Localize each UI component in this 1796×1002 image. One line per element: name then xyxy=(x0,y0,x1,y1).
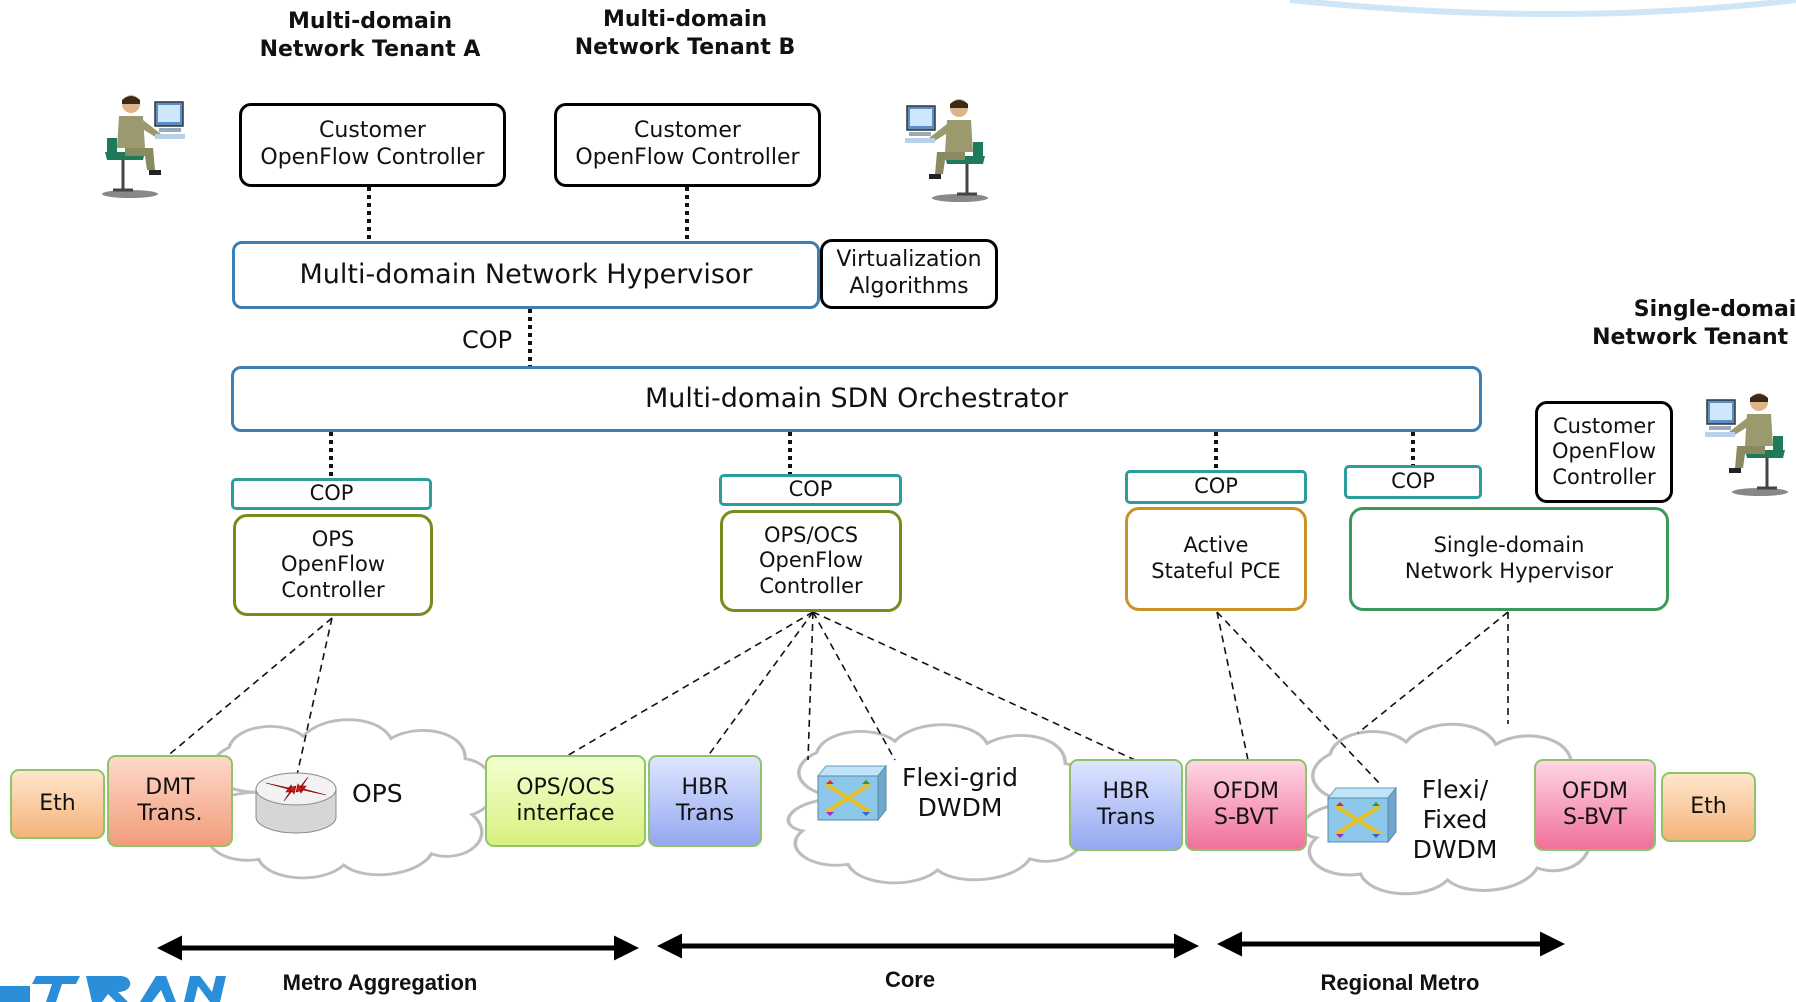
customer-controller-a-label: Customer OpenFlow Controller xyxy=(260,118,485,170)
data-plane-links xyxy=(164,611,1509,787)
person-at-computer-icon xyxy=(1705,393,1788,496)
tenant-b-title: Multi-domain Network Tenant B xyxy=(574,7,796,60)
tenant-c-title: Single-domain Network Tenant C xyxy=(1592,297,1796,350)
eth-label: Eth xyxy=(1690,794,1727,820)
cop-box-pce: COP xyxy=(1125,470,1307,504)
active-stateful-pce[interactable]: Active Stateful PCE xyxy=(1125,507,1307,611)
router-icon xyxy=(255,772,337,834)
dmt-transceiver[interactable]: DMT Trans. xyxy=(107,755,233,847)
eth-node-left[interactable]: Eth xyxy=(10,769,105,839)
flexigrid-cloud-label: Flexi-grid DWDM xyxy=(902,763,1018,822)
region-metro-aggregation: Metro Aggregation xyxy=(282,970,478,995)
control-links xyxy=(329,187,1415,478)
single-domain-network-hypervisor[interactable]: Single-domain Network Hypervisor xyxy=(1349,507,1669,611)
ofdm-sbvt-right[interactable]: OFDM S-BVT xyxy=(1534,759,1656,851)
multi-domain-sdn-orchestrator[interactable]: Multi-domain SDN Orchestrator xyxy=(231,366,1482,432)
ofdm-sbvt-left[interactable]: OFDM S-BVT xyxy=(1185,759,1307,851)
cop-box-opsocs: COP xyxy=(719,474,902,506)
ofdm-left-label: OFDM S-BVT xyxy=(1213,779,1279,830)
region-arrows xyxy=(157,931,1565,961)
multi-domain-network-hypervisor[interactable]: Multi-domain Network Hypervisor xyxy=(232,241,820,309)
customer-controller-a[interactable]: Customer OpenFlow Controller xyxy=(239,103,506,187)
ops-openflow-controller[interactable]: OPS OpenFlow Controller xyxy=(233,514,433,616)
pce-label: Active Stateful PCE xyxy=(1151,533,1281,583)
ops-controller-label: OPS OpenFlow Controller xyxy=(280,526,386,602)
cop-box-label: COP xyxy=(1391,469,1435,494)
ops-ocs-interface-label: OPS/OCS interface xyxy=(516,775,615,826)
ops-ocs-interface[interactable]: OPS/OCS interface xyxy=(485,755,646,847)
cop-box-label: COP xyxy=(309,481,354,506)
eth-node-right[interactable]: Eth xyxy=(1661,772,1756,842)
region-core: Core xyxy=(884,967,936,992)
cop-box-label: COP xyxy=(1194,474,1238,499)
hypervisor-label: Multi-domain Network Hypervisor xyxy=(299,258,753,290)
hbr-transponder-right[interactable]: HBR Trans xyxy=(1069,759,1183,851)
sd-hypervisor-label: Single-domain Network Hypervisor xyxy=(1404,533,1614,583)
customer-controller-b-label: Customer OpenFlow Controller xyxy=(575,118,800,170)
ops-cloud-label: OPS xyxy=(352,779,403,808)
person-at-computer-icon xyxy=(905,99,988,202)
optical-switch-icon xyxy=(1326,786,1398,844)
eth-label: Eth xyxy=(39,791,76,817)
ops-ocs-controller-label: OPS/OCS OpenFlow Controller xyxy=(758,522,864,598)
hbr-transponder-left[interactable]: HBR Trans xyxy=(648,755,762,847)
project-logo xyxy=(0,976,226,1002)
ops-cloud xyxy=(200,717,496,880)
virtualization-algorithms[interactable]: Virtualization Algorithms xyxy=(820,239,998,309)
cop-box-ops: COP xyxy=(231,478,432,510)
ops-ocs-openflow-controller[interactable]: OPS/OCS OpenFlow Controller xyxy=(720,510,902,612)
optical-switch-icon xyxy=(816,764,888,822)
hbr-right-label: HBR Trans xyxy=(1096,779,1156,830)
customer-controller-c-label: Customer OpenFlow Controller xyxy=(1551,413,1657,489)
region-regional-metro: Regional Metro xyxy=(1320,970,1480,995)
cop-box-label: COP xyxy=(788,477,833,502)
ofdm-right-label: OFDM S-BVT xyxy=(1562,779,1628,830)
person-at-computer-icon xyxy=(102,95,185,198)
virtualization-label: Virtualization Algorithms xyxy=(836,247,982,299)
flexi-fixed-cloud-label: Flexi/ Fixed DWDM xyxy=(1412,775,1498,864)
cop-interface-label: COP xyxy=(462,326,513,354)
header-swoosh xyxy=(1289,0,1796,17)
hbr-left-label: HBR Trans xyxy=(675,775,735,826)
orchestrator-label: Multi-domain SDN Orchestrator xyxy=(645,382,1068,414)
dmt-label: DMT Trans. xyxy=(137,775,203,826)
customer-controller-b[interactable]: Customer OpenFlow Controller xyxy=(554,103,821,187)
cop-box-sdhyp: COP xyxy=(1344,465,1482,499)
tenant-a-title: Multi-domain Network Tenant A xyxy=(259,9,481,62)
customer-controller-c[interactable]: Customer OpenFlow Controller xyxy=(1535,401,1673,503)
